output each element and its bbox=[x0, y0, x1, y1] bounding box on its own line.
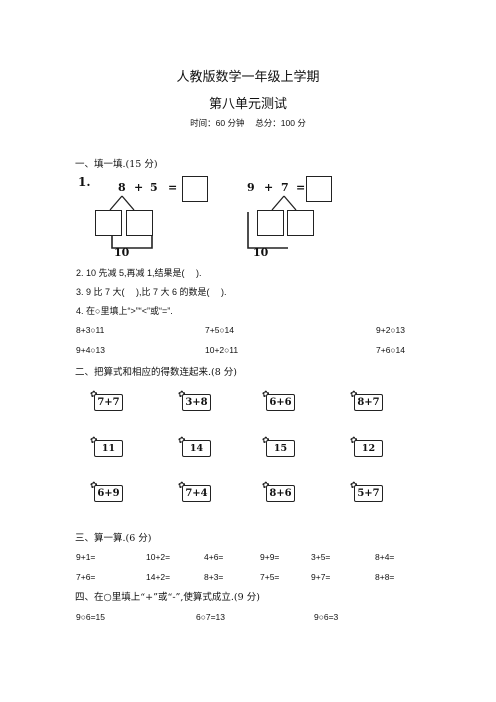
compare-item: 10+2○11 bbox=[205, 345, 239, 355]
page-title: 人教版数学一年级上学期 bbox=[176, 69, 320, 84]
calc-item: 8+8= bbox=[375, 572, 395, 582]
result-card[interactable]: ✿14 bbox=[178, 436, 211, 457]
q1-left-box-1[interactable] bbox=[95, 210, 122, 236]
calc-item: 4+6= bbox=[204, 552, 224, 562]
expression-card[interactable]: ✿6+9 bbox=[90, 481, 123, 502]
flower-icon: ✿ bbox=[90, 481, 98, 490]
q1-right-bottom: 10 bbox=[253, 246, 269, 259]
compare-item: 7+5○14 bbox=[205, 325, 235, 335]
q1-left-eq: = bbox=[168, 181, 178, 194]
calc-item: 7+5= bbox=[260, 572, 280, 582]
calc-item: 8+4= bbox=[375, 552, 395, 562]
calc-item: 9+7= bbox=[311, 572, 331, 582]
compare-item: 7+6○14 bbox=[376, 345, 406, 355]
q1-left-op: + bbox=[134, 181, 144, 194]
result-text: 11 bbox=[94, 440, 123, 457]
expression-card[interactable]: ✿7+4 bbox=[178, 481, 211, 502]
flower-icon: ✿ bbox=[262, 481, 270, 490]
expression-text: 3+8 bbox=[182, 394, 211, 411]
sign-item: 9○6=15 bbox=[76, 612, 106, 622]
question-2: 2. 10 先减 5,再减 1,结果是( ). bbox=[76, 268, 202, 278]
compare-item: 9+2○13 bbox=[376, 325, 406, 335]
q1-left-a: 8 bbox=[118, 181, 126, 194]
flower-icon: ✿ bbox=[178, 436, 186, 445]
q1-label: 1. bbox=[78, 175, 91, 189]
flower-icon: ✿ bbox=[178, 481, 186, 490]
page-subtitle: 第八单元测试 bbox=[208, 96, 287, 111]
flower-icon: ✿ bbox=[262, 436, 270, 445]
result-text: 14 bbox=[182, 440, 211, 457]
expression-text: 6+6 bbox=[266, 394, 295, 411]
expression-card[interactable]: ✿8+6 bbox=[262, 481, 295, 502]
q1-right-answer-box[interactable] bbox=[306, 176, 332, 202]
result-text: 12 bbox=[354, 440, 383, 457]
section4-heading: 四、在○里填上“+”或“-”,使算式成立.(9 分) bbox=[75, 592, 260, 603]
q1-right-b: 7 bbox=[281, 181, 289, 194]
q1-left-b: 5 bbox=[150, 181, 158, 194]
expression-text: 6+9 bbox=[94, 485, 123, 502]
compare-item: 9+4○13 bbox=[76, 345, 106, 355]
calc-item: 14+2= bbox=[146, 572, 171, 582]
result-card[interactable]: ✿15 bbox=[262, 436, 295, 457]
q1-right-a: 9 bbox=[247, 181, 255, 194]
time-info: 时间：60 分钟 总分：100 分 bbox=[190, 118, 306, 128]
q1-right-split-lines bbox=[247, 195, 297, 249]
section3-heading: 三、算一算.(6 分) bbox=[75, 533, 152, 544]
calc-item: 9+1= bbox=[76, 552, 96, 562]
flower-icon: ✿ bbox=[350, 436, 358, 445]
flower-icon: ✿ bbox=[350, 481, 358, 490]
expression-card[interactable]: ✿5+7 bbox=[350, 481, 383, 502]
calc-item: 7+6= bbox=[76, 572, 96, 582]
expression-card[interactable]: ✿3+8 bbox=[178, 390, 211, 411]
sign-item: 9○6=3 bbox=[314, 612, 339, 622]
result-text: 15 bbox=[266, 440, 295, 457]
flower-icon: ✿ bbox=[178, 390, 186, 399]
expression-card[interactable]: ✿8+7 bbox=[350, 390, 383, 411]
flower-icon: ✿ bbox=[350, 390, 358, 399]
q1-right-eq: = bbox=[296, 181, 306, 194]
expression-text: 5+7 bbox=[354, 485, 383, 502]
flower-icon: ✿ bbox=[90, 390, 98, 399]
q1-right-op: + bbox=[264, 181, 274, 194]
calc-item: 8+3= bbox=[204, 572, 224, 582]
flower-icon: ✿ bbox=[90, 436, 98, 445]
q1-right-box-2[interactable] bbox=[287, 210, 314, 236]
expression-text: 7+4 bbox=[182, 485, 211, 502]
expression-text: 8+6 bbox=[266, 485, 295, 502]
result-card[interactable]: ✿12 bbox=[350, 436, 383, 457]
calc-item: 9+9= bbox=[260, 552, 280, 562]
expression-card[interactable]: ✿6+6 bbox=[262, 390, 295, 411]
calc-item: 3+5= bbox=[311, 552, 331, 562]
q1-left-box-2[interactable] bbox=[126, 210, 153, 236]
section2-heading: 二、把算式和相应的得数连起来.(8 分) bbox=[75, 367, 237, 378]
q1-left-bottom: 10 bbox=[114, 246, 130, 259]
question-3: 3. 9 比 7 大( ),比 7 大 6 的数是( ). bbox=[76, 287, 227, 297]
q1-right-box-1[interactable] bbox=[257, 210, 284, 236]
q1-left-answer-box[interactable] bbox=[182, 176, 208, 202]
flower-icon: ✿ bbox=[262, 390, 270, 399]
expression-text: 8+7 bbox=[354, 394, 383, 411]
expression-text: 7+7 bbox=[94, 394, 123, 411]
sign-item: 6○7=13 bbox=[196, 612, 226, 622]
calc-item: 10+2= bbox=[146, 552, 171, 562]
expression-card[interactable]: ✿7+7 bbox=[90, 390, 123, 411]
q1-left-split-lines bbox=[109, 195, 153, 249]
result-card[interactable]: ✿11 bbox=[90, 436, 123, 457]
section1-heading: 一、填一填.(15 分) bbox=[75, 159, 158, 170]
compare-item: 8+3○11 bbox=[76, 325, 105, 335]
question-4: 4. 在○里填上“>”“<”或“=”. bbox=[76, 306, 173, 316]
